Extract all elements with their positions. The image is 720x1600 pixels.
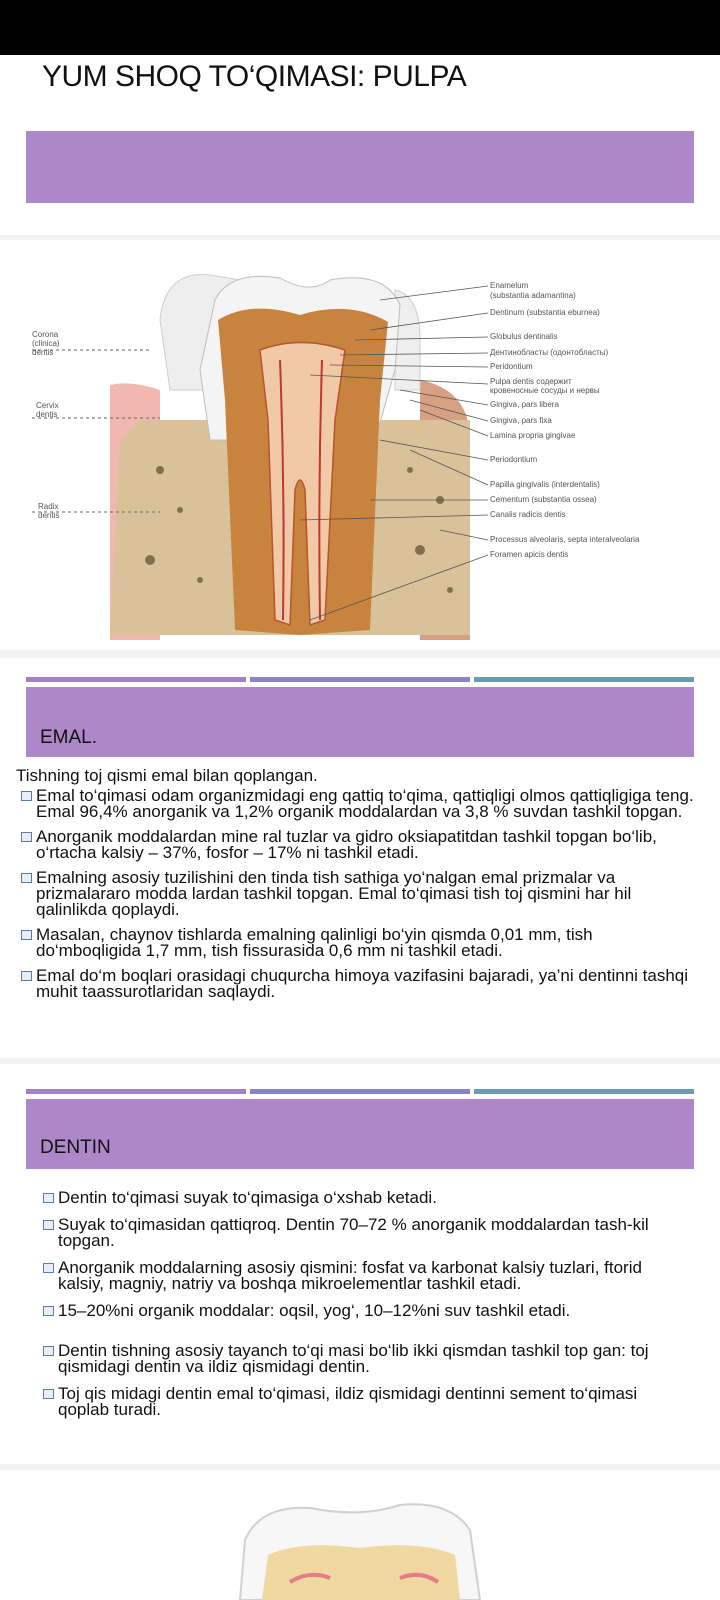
label-foramen: Foramen apicis dentis xyxy=(490,550,568,559)
list-item: Anorganik moddalardan mine ral tuzlar va… xyxy=(20,828,700,861)
label-globulus: Globulus dentinalis xyxy=(490,332,558,341)
slide-dentin: DENTIN Dentin to‘qimasi suyak to‘qimasig… xyxy=(0,1064,720,1464)
blood-vessel-2 xyxy=(318,359,323,621)
title-purple-bar xyxy=(26,131,694,203)
divider-blue xyxy=(250,1089,470,1094)
dentin-header-bar: DENTIN xyxy=(26,1099,694,1169)
divider-purple xyxy=(26,677,246,682)
bullet-box-icon xyxy=(21,791,32,801)
emal-header-bar: EMAL. xyxy=(26,687,694,757)
bullet-box-icon xyxy=(43,1306,54,1316)
tooth-illustration xyxy=(238,1503,482,1600)
tooth-diagram: Corona (clinica) dentis Cervix dentis Ra… xyxy=(32,274,640,640)
label-papilla: Papilla gingivalis (interdentalis) xyxy=(490,480,600,489)
neighbor-crown-right xyxy=(394,289,421,391)
dentin-title: DENTIN xyxy=(40,1137,111,1158)
list-item: Suyak to‘qimasidan qattiqroq. Dentin 70–… xyxy=(42,1216,692,1249)
list-item: Emalning asosiy tuzilishini den tinda ti… xyxy=(20,869,700,918)
bullet-box-icon xyxy=(43,1220,54,1230)
bullet-box-icon xyxy=(43,1389,54,1399)
bullet-box-icon xyxy=(43,1346,54,1356)
label-periodontium: Periodontium xyxy=(490,455,537,464)
list-item: 15–20%ni organik moddalar: oqsil, yog‘, … xyxy=(42,1302,692,1319)
label-corona: Corona xyxy=(32,330,59,339)
label-gingiva-fixa: Gingiva, pars fixa xyxy=(490,416,552,425)
tooth-dentin xyxy=(262,1545,460,1600)
list-item: Anorganik moddalarning asosiy qismini: f… xyxy=(42,1259,692,1292)
label-clinica: (clinica) xyxy=(32,339,60,348)
list-item: Emal do‘m boqlari orasidagi chuqurcha hi… xyxy=(20,967,700,1000)
bullet-box-icon xyxy=(21,971,32,981)
label-cementum: Cementum (substantia ossea) xyxy=(490,495,597,504)
label-cervix: Cervix xyxy=(36,401,59,410)
label-gingiva-libera: Gingiva, pars libera xyxy=(490,400,559,409)
bullet-box-icon xyxy=(21,930,32,940)
label-substantia-adamantina: (substantia adamantina) xyxy=(490,291,576,300)
label-lamina-propria: Lamina propria gingivae xyxy=(490,431,576,440)
slide-title-text: YUM SHOQ TO‘QIMASI: PULPA xyxy=(42,60,467,93)
tooth-pulp-horn-right xyxy=(399,1572,440,1584)
label-canalis: Canalis radicis dentis xyxy=(490,510,566,519)
label-radix: Radix xyxy=(38,502,58,511)
label-enamelum: Enamelum xyxy=(490,281,529,290)
divider-teal xyxy=(474,1089,694,1094)
divider-blue xyxy=(250,677,470,682)
bullet-box-icon xyxy=(43,1193,54,1203)
leader-lines xyxy=(299,285,489,621)
label-pulpa-vessels: кровеносные сосуды и нервы xyxy=(490,386,600,395)
list-item: Dentin to‘qimasi suyak to‘qimasiga o‘xsh… xyxy=(42,1189,692,1206)
slide-tooth-diagram: Corona (clinica) dentis Cervix dentis Ra… xyxy=(0,240,720,650)
slide-emal: EMAL. Tishning toj qismi emal bilan qopl… xyxy=(0,658,720,1058)
status-bar xyxy=(0,0,720,55)
list-item: Dentin tishning asosiy tayanch to‘qi mas… xyxy=(42,1342,692,1375)
list-item: Masalan, chaynov tishlarda emalning qali… xyxy=(20,926,700,959)
divider-purple xyxy=(26,1089,246,1094)
label-dentis-1: dentis xyxy=(32,348,53,357)
list-item: Toj qis midagi dentin emal to‘qimasi, il… xyxy=(42,1385,692,1418)
list-item: Emal to‘qimasi odam organizmidagi eng qa… xyxy=(20,787,700,820)
label-peridontium: Peridontium xyxy=(490,362,533,371)
emal-title: EMAL. xyxy=(40,727,98,748)
label-dentis-3: dentis xyxy=(38,511,59,520)
bullet-box-icon xyxy=(21,873,32,883)
emal-bullet-list: Emal to‘qimasi odam organizmidagi eng qa… xyxy=(20,787,700,1009)
slide-title: YUM SHOQ TO‘QIMASI: PULPA xyxy=(0,55,720,235)
bullet-box-icon xyxy=(21,832,32,842)
label-dentinoblasty: Дентинобласты (одонтобласты) xyxy=(490,348,609,357)
label-pulpa-dentis: Pulpa dentis содержит xyxy=(490,377,572,386)
bullet-box-icon xyxy=(43,1263,54,1273)
divider-teal xyxy=(474,677,694,682)
dentin-bullet-list: Dentin to‘qimasi suyak to‘qimasiga o‘xsh… xyxy=(42,1189,692,1429)
tooth-pulp-horn-left xyxy=(288,1572,331,1584)
blood-vessel-1 xyxy=(279,359,285,621)
emal-intro: Tishning toj qismi emal bilan qoplangan. xyxy=(16,766,318,785)
label-dentis-2: dentis xyxy=(36,410,57,419)
label-processus: Processus alveolaris, septa interalveola… xyxy=(490,535,640,544)
label-dentinum: Dentinum (substantia eburnea) xyxy=(490,308,600,317)
slide-tooth-image xyxy=(0,1470,720,1600)
